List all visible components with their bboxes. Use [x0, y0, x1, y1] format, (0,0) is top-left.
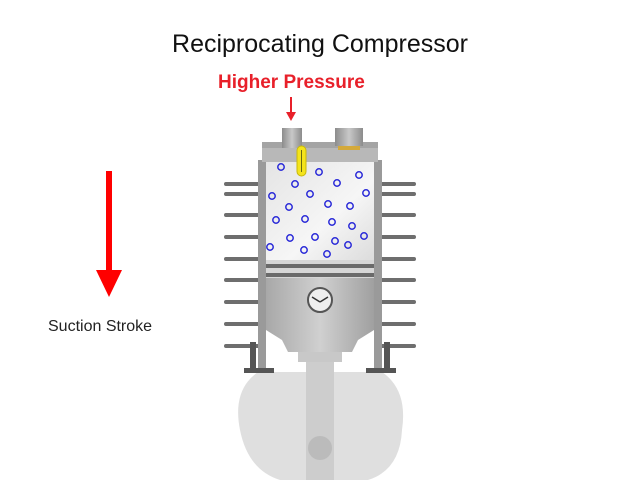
- crank-pin: [308, 436, 332, 460]
- piston-ring: [266, 264, 374, 268]
- suction-stroke-label: Suction Stroke: [48, 318, 153, 335]
- piston-ring: [266, 273, 374, 277]
- gas-molecule: [355, 171, 363, 179]
- discharge-valve-icon: [296, 145, 307, 177]
- higher-pressure-label: Higher Pressure: [218, 72, 365, 93]
- gas-molecule: [300, 246, 308, 254]
- gas-molecule: [328, 218, 336, 226]
- discharge-port: [282, 128, 302, 148]
- gas-molecule: [323, 250, 331, 258]
- gas-molecule: [360, 232, 368, 240]
- gas-molecule: [333, 179, 341, 187]
- gas-molecule: [348, 222, 356, 230]
- suction-valve: [338, 146, 360, 150]
- connecting-rod: [306, 355, 334, 480]
- gas-molecule: [268, 192, 276, 200]
- gas-molecule: [315, 168, 323, 176]
- gas-molecule: [301, 215, 309, 223]
- wrist-pin: [307, 287, 333, 313]
- gas-molecule: [286, 234, 294, 242]
- suction-port: [335, 128, 363, 146]
- cylinder-head: [262, 128, 378, 162]
- gas-molecule: [324, 200, 332, 208]
- gas-molecule: [291, 180, 299, 188]
- gas-molecules: [266, 163, 370, 258]
- gas-molecule: [306, 190, 314, 198]
- crankcase: [238, 355, 404, 480]
- gas-molecule: [266, 243, 274, 251]
- diagram-title: Reciprocating Compressor: [172, 30, 468, 58]
- gas-molecule: [362, 189, 370, 197]
- gas-molecule: [311, 233, 319, 241]
- gas-molecule: [272, 216, 280, 224]
- piston: [266, 260, 374, 362]
- gas-molecule: [346, 202, 354, 210]
- cooling-fins-right: [378, 182, 416, 348]
- gas-molecule: [331, 237, 339, 245]
- higher-pressure-arrow-icon: [286, 97, 296, 121]
- gas-molecule: [285, 203, 293, 211]
- suction-stroke-arrow-icon: [96, 171, 122, 297]
- gas-molecule: [277, 163, 285, 171]
- cooling-fins-left: [224, 182, 262, 348]
- gas-molecule: [344, 241, 352, 249]
